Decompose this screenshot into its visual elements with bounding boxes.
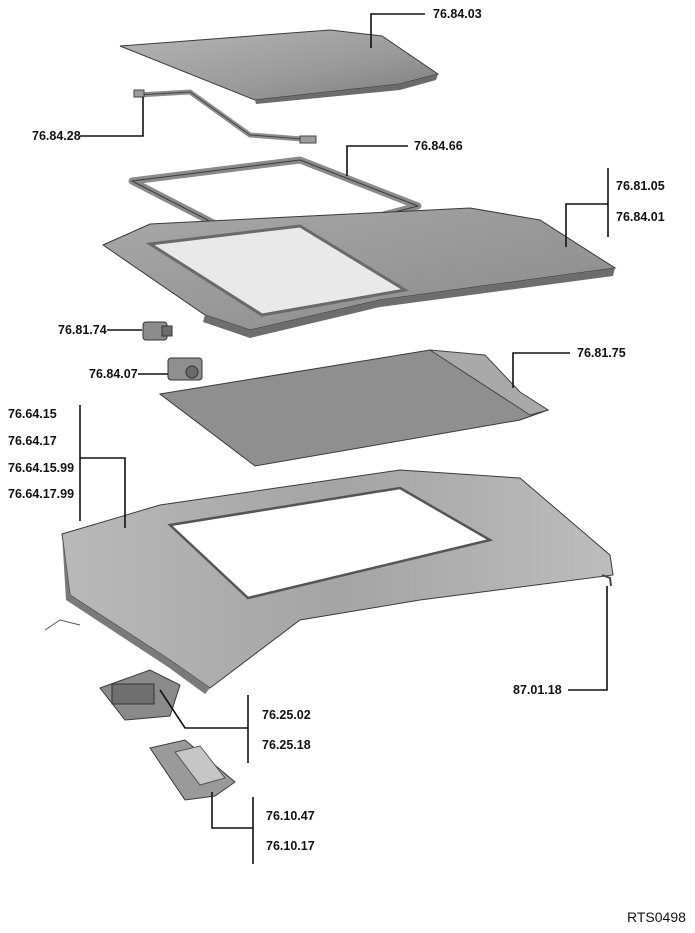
label-console-a: 76.25.02 <box>262 708 311 722</box>
leader-seal-frame <box>346 145 408 176</box>
interior-lamp-part <box>149 739 236 801</box>
roof-panel-part <box>101 207 617 338</box>
label-clip: 87.01.18 <box>513 683 562 697</box>
label-headliner-d: 76.64.17.99 <box>8 487 74 501</box>
label-headliner-a: 76.64.15 <box>8 407 57 421</box>
label-motor-a: 76.81.74 <box>58 323 107 337</box>
leader-headliner <box>79 405 126 528</box>
clip-part <box>601 574 612 587</box>
leader-overhead-console <box>159 689 249 763</box>
label-console-b: 76.25.18 <box>262 738 311 752</box>
label-headliner-b: 76.64.17 <box>8 434 57 448</box>
label-lamp-b: 76.10.17 <box>266 839 315 853</box>
front-frame-part <box>133 89 317 144</box>
leader-roof-panel <box>565 168 609 247</box>
sunblind-part <box>158 349 550 467</box>
label-lamp-a: 76.10.47 <box>266 809 315 823</box>
glass-panel-part <box>119 29 440 104</box>
label-glass-panel: 76.84.03 <box>433 7 482 21</box>
leader-glass-panel <box>370 13 425 48</box>
label-roof-a: 76.81.05 <box>616 179 665 193</box>
label-seal-frame: 76.84.66 <box>414 139 463 153</box>
overhead-console-part <box>99 669 181 721</box>
leader-front-frame <box>80 97 144 137</box>
label-blind: 76.81.75 <box>577 346 626 360</box>
label-front-frame: 76.84.28 <box>32 129 81 143</box>
headliner-part <box>44 469 614 694</box>
label-motor-b: 76.84.07 <box>89 367 138 381</box>
leader-clip <box>568 586 608 691</box>
motor-part-small <box>142 321 173 341</box>
motor-part-large <box>167 357 203 381</box>
leader-interior-lamp <box>211 792 254 864</box>
reference-code: RTS0498 <box>627 909 686 925</box>
leader-sunblind <box>512 352 570 388</box>
label-headliner-c: 76.64.15.99 <box>8 461 74 475</box>
label-roof-b: 76.84.01 <box>616 210 665 224</box>
